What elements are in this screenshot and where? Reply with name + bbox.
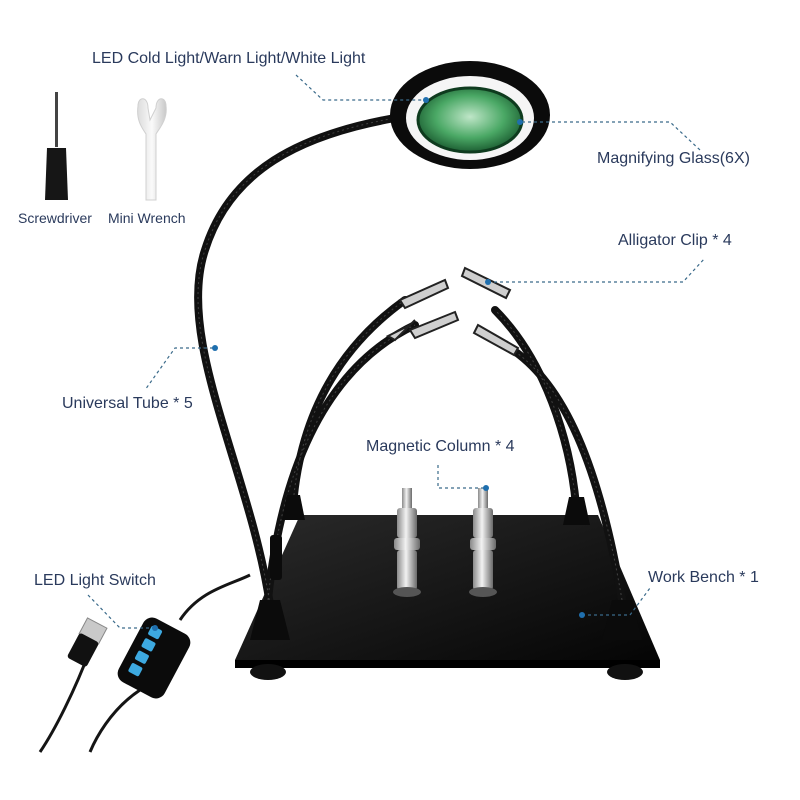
magnifier-lamp	[390, 61, 550, 169]
usb-plug-icon	[67, 617, 108, 667]
label-magnetic-column: Magnetic Column * 4	[366, 438, 515, 455]
callout-dots	[152, 97, 585, 631]
screwdriver-icon	[45, 92, 68, 200]
label-led-light: LED Cold Light/Warn Light/White Light	[92, 50, 366, 67]
label-led-switch: LED Light Switch	[34, 572, 156, 589]
magnetic-columns	[393, 488, 497, 597]
work-bench	[235, 515, 660, 680]
label-screwdriver: Screwdriver	[18, 210, 92, 226]
label-mini-wrench: Mini Wrench	[108, 210, 186, 226]
label-work-bench: Work Bench * 1	[648, 569, 759, 586]
label-magnifying-glass: Magnifying Glass(6X)	[597, 150, 750, 167]
callout-lines	[87, 74, 706, 629]
wrench-icon	[137, 98, 167, 201]
tube-bases	[250, 495, 642, 640]
label-universal-tube: Universal Tube * 5	[62, 395, 193, 412]
led-switch	[117, 617, 191, 699]
label-alligator-clip: Alligator Clip * 4	[618, 232, 732, 249]
